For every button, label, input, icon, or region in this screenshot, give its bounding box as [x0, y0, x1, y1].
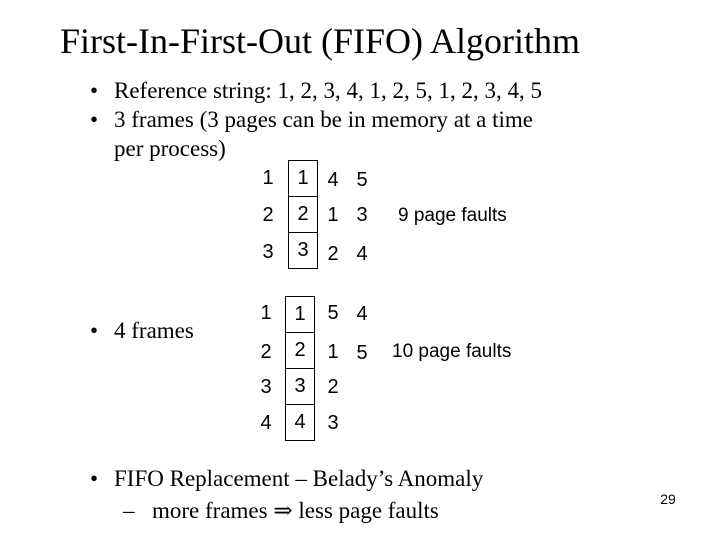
page-value: 4 — [327, 169, 339, 191]
page-value: 1 — [327, 204, 339, 226]
bullet-reference-string: • Reference string: 1, 2, 3, 4, 1, 2, 5,… — [88, 76, 568, 105]
page-value: 3 — [327, 412, 339, 434]
page-value: 2 — [327, 376, 339, 398]
slide-page-number: 29 — [660, 491, 676, 507]
frame-number-label: 4 — [260, 412, 272, 434]
frame-number-label: 2 — [262, 204, 274, 226]
reference-string-text: Reference string: 1, 2, 3, 4, 1, 2, 5, 1… — [114, 78, 542, 103]
page-value: 5 — [356, 342, 368, 364]
page-value: 1 — [327, 341, 339, 363]
frame-box-column: 1 2 3 — [288, 160, 318, 269]
belady-sub-text: more frames ⇒ less page faults — [152, 498, 439, 523]
frame-box: 1 — [285, 296, 315, 333]
bullet-icon: • — [90, 78, 99, 103]
frame-number-label: 3 — [260, 376, 272, 398]
frame-number-label: 3 — [262, 241, 274, 263]
four-frames-text: 4 frames — [114, 318, 194, 343]
page-value: 3 — [356, 204, 368, 226]
frame-box: 3 — [288, 232, 318, 269]
bullet-four-frames: • 4 frames — [88, 316, 334, 345]
page-title: First-In-First-Out (FIFO) Algorithm — [59, 21, 580, 61]
bullet-fifo-replacement: • FIFO Replacement – Belady’s Anomaly — [88, 464, 634, 493]
page-value: 2 — [327, 243, 339, 265]
frame-number-label: 1 — [262, 167, 274, 189]
bullet-icon: • — [90, 466, 99, 491]
bullet-icon: • — [90, 107, 99, 132]
three-frames-text: 3 frames (3 pages can be in memory at a … — [114, 107, 533, 161]
dash-icon: – — [123, 498, 135, 523]
page-faults-caption-3frames: 9 page faults — [398, 205, 507, 226]
frame-box: 2 — [285, 332, 315, 369]
bullet-icon: • — [90, 318, 99, 343]
sub-bullet-belady: – more frames ⇒ less page faults — [123, 496, 572, 525]
bullet-three-frames: • 3 frames (3 pages can be in memory at … — [88, 105, 568, 163]
page-value: 4 — [356, 243, 368, 265]
page-value: 4 — [356, 303, 368, 325]
frame-box: 3 — [285, 368, 315, 405]
frame-number-label: 1 — [260, 302, 272, 324]
page-value: 5 — [327, 302, 339, 324]
frame-box: 1 — [288, 160, 318, 197]
frame-box-column: 1 2 3 4 — [285, 296, 315, 441]
fifo-replacement-text: FIFO Replacement – Belady’s Anomaly — [114, 466, 484, 491]
frame-number-label: 2 — [260, 341, 272, 363]
frame-box: 4 — [285, 404, 315, 441]
top-bullet-list: • Reference string: 1, 2, 3, 4, 1, 2, 5,… — [88, 76, 568, 163]
frame-box: 2 — [288, 196, 318, 233]
page-value: 5 — [356, 169, 368, 191]
page-faults-caption-4frames: 10 page faults — [392, 341, 512, 362]
